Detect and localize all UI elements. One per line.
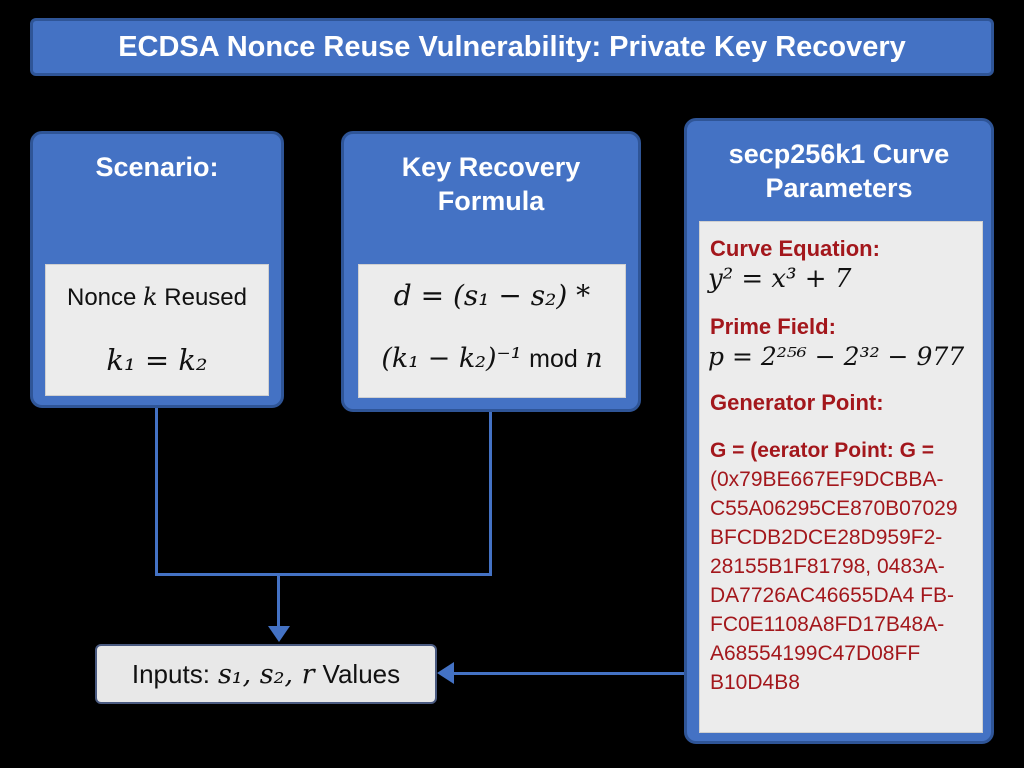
nonce-equality: k₁ = k₂: [106, 343, 208, 377]
generator-line: BFCDB2DCE28D959F2-: [710, 526, 943, 549]
formula-content: d = (s₁ − s₂) * (k₁ − k₂)⁻¹ mod n: [358, 264, 626, 398]
curve-heading: secp256k1 Curve Parameters: [728, 139, 950, 203]
connector-curve-to-inputs: [452, 672, 684, 675]
curve-equation: y² = x³ + 7: [708, 264, 852, 294]
scenario-panel: Scenario: Nonce k Reused k₁ = k₂: [30, 131, 284, 408]
scenario-content: Nonce k Reused k₁ = k₂: [45, 264, 269, 396]
connector-scenario-down: [155, 408, 158, 575]
title-bar: ECDSA Nonce Reuse Vulnerability: Private…: [30, 18, 994, 76]
generator-label: Generator Point:: [710, 390, 884, 415]
scenario-heading: Scenario:: [95, 152, 219, 182]
generator-line: C55A06295CE870B07029: [710, 497, 958, 520]
inputs-vars: s₁, s₂, r: [217, 658, 315, 690]
connector-formula-down: [489, 412, 492, 575]
generator-line: (0x79BE667EF9DCBBA-: [710, 468, 944, 491]
inputs-suffix: Values: [322, 658, 401, 689]
formula-heading: Key Recovery Formula: [401, 152, 581, 216]
generator-value: G = (еerator Point: G = (0x79BE667EF9DCB…: [710, 436, 978, 697]
generator-line: FC0E1108A8FD17B48A-: [710, 613, 945, 636]
connector-to-inputs: [277, 573, 280, 628]
generator-line: A68554199C47D08FF: [710, 642, 921, 665]
connector-horizontal: [155, 573, 492, 576]
nonce-word: Nonce: [67, 284, 137, 311]
formula-panel: Key Recovery Formula d = (s₁ − s₂) * (k₁…: [341, 131, 641, 412]
generator-line: B10D4B8: [710, 671, 800, 694]
prime-field-value: p = 2²⁵⁶ − 2³² − 977: [708, 342, 965, 371]
prime-field-label: Prime Field:: [710, 314, 836, 339]
formula-mod: mod: [529, 345, 578, 373]
formula-inverse: (k₁ − k₂)⁻¹: [381, 343, 522, 374]
curve-equation-label: Curve Equation:: [710, 236, 880, 261]
nonce-var: k: [143, 283, 158, 311]
reused-word: Reused: [164, 284, 247, 311]
arrowhead-down-icon: [268, 626, 290, 642]
formula-line-1: d = (s₁ − s₂) *: [393, 279, 591, 312]
formula-line-2: (k₁ − k₂)⁻¹ mod n: [359, 343, 625, 374]
curve-panel: secp256k1 Curve Parameters Curve Equatio…: [684, 118, 994, 744]
generator-line: G = (еerator Point: G =: [710, 439, 935, 462]
generator-line: DA7726AC46655DA4 FB-: [710, 584, 954, 607]
curve-content: Curve Equation: y² = x³ + 7 Prime Field:…: [699, 221, 983, 733]
page-title: ECDSA Nonce Reuse Vulnerability: Private…: [118, 30, 906, 63]
inputs-prefix: Inputs:: [131, 658, 210, 689]
nonce-reused-text: Nonce k Reused: [46, 283, 268, 312]
inputs-box: Inputs: s₁, s₂, r Values: [95, 644, 437, 704]
generator-line: 28155B1F81798, 0483A-: [710, 555, 945, 578]
arrowhead-left-icon: [437, 662, 454, 684]
formula-modulus: n: [585, 343, 603, 374]
